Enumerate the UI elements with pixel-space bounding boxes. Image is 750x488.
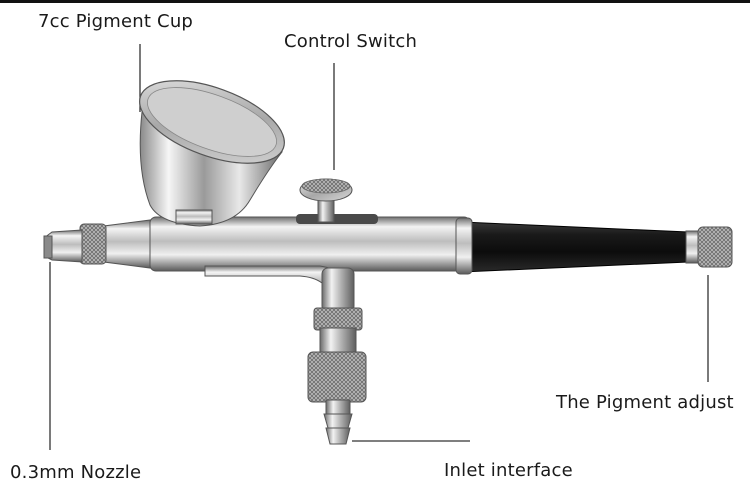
valve-knurl-lower	[307, 351, 367, 403]
pigment-cup-opening	[147, 87, 277, 157]
control-switch-top	[301, 178, 351, 194]
valve-knurl-upper	[313, 307, 363, 331]
label-control-switch: Control Switch	[284, 31, 418, 52]
top-border	[0, 0, 750, 3]
label-pigment-adjust: The Pigment adjust	[556, 392, 734, 413]
nozzle-ring	[79, 223, 107, 265]
inlet-barb-2	[325, 427, 351, 445]
trigger-slot	[296, 214, 378, 224]
valve-upper	[321, 267, 355, 313]
pigment-adjust-knob	[697, 226, 733, 268]
valve-middle	[319, 327, 357, 355]
front-cone	[103, 219, 151, 269]
inlet-barb-top	[325, 399, 351, 415]
inlet-barb-1	[323, 413, 353, 429]
pigment-cup-neck	[175, 209, 213, 225]
label-inlet-interface: Inlet interface	[444, 460, 573, 481]
black-handle	[461, 221, 689, 273]
handle-collar	[455, 217, 473, 275]
label-pigment-cup: 7cc Pigment Cup	[38, 11, 194, 32]
nozzle-end	[43, 235, 53, 259]
label-nozzle: 0.3mm Nozzle	[10, 462, 142, 483]
